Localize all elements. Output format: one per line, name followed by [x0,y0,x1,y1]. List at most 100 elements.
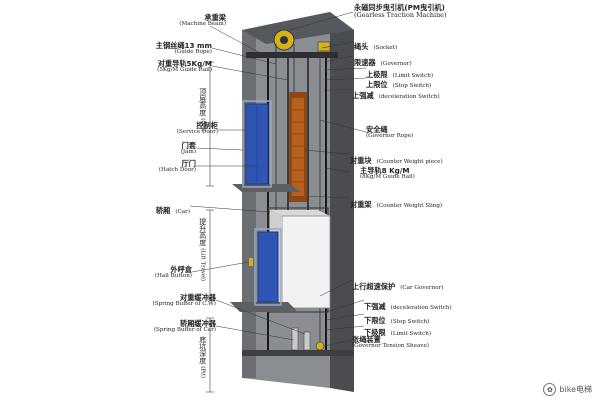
hall-button [249,258,253,266]
label-governor-zh: 限速器 [354,58,376,67]
label-decel-switch-top-zh: 上强减 [352,91,374,100]
hatch-door [257,231,279,303]
label-guide-rail-5-zh: 对重导轨5Kg/M [157,59,212,68]
label-guide-rope-zh: 主钢丝绳13 mm [155,41,212,50]
label-counter-weight-piece: 对重块 (Counter Weight piece) [350,150,443,167]
label-service-door-zh: 控制柜 [196,121,218,130]
label-stop-switch-top-zh: 上限位 [366,80,388,89]
upper-landing-slab [232,184,300,192]
label-hall-button-zh: 外呼盒 [170,265,192,274]
service-door-jam [242,100,272,188]
label-spring-buffer-cw: 对重缓冲器 (Spring Buffer of C.W) [140,294,216,307]
label-stop-switch-top: 上限位 (Stop Switch) [366,74,431,91]
label-guide-rail-8: 主导轨8 Kg/M (8Kg/M Guide Rail) [360,167,415,180]
label-socket: 绳头 (Socket) [354,36,397,53]
tension-sheave [315,341,325,351]
label-spring-buffer-cw-zh: 对重缓冲器 [180,293,216,302]
label-limit-switch-top-en: (Limit Switch) [392,73,434,79]
label-counter-weight-sling-zh: 对重架 [350,200,372,209]
label-car-governor-zh: 上行超速保护 [352,282,396,291]
machine-beam [246,52,338,58]
label-governor-rope-en: (Governor Rope) [366,132,414,139]
label-stop-switch-top-en: (Stop Switch) [392,83,432,89]
label-socket-zh: 绳头 [354,42,369,51]
label-car-governor: 上行超速保护 (Car Governor) [352,276,443,293]
label-tension-sheave-en: (Governor Tension Sheave) [352,342,429,349]
label-stop-switch-bottom-zh: 下限位 [364,316,386,325]
label-car-en: (Car) [175,209,190,215]
label-hatch-door-en: (Hatch Door) [158,166,196,173]
label-decel-switch-top-en: (deceleration Switch) [378,94,440,100]
leader-lines [189,11,367,347]
label-tension-sheave: 张绳装置 (Governor Tension Sheave) [352,336,429,349]
shaft-top-cap [242,12,354,44]
label-jam-en: (Jam) [180,148,196,155]
label-machine-beam-en: (Machine Beam) [179,20,226,27]
label-lift-travel-en: (Lift Travel) [199,248,206,281]
label-counter-weight-sling: 对重架 (Counter Weight Sling) [350,194,442,211]
counter-weight-pieces [292,98,304,196]
label-limit-switch-top: 上极限 (Limit Switch) [366,64,433,81]
label-spring-buffer-car: 轿厢缓冲器 (Spring Buffer of Car) [140,320,216,333]
label-decel-switch-bottom-zh: 下强减 [364,302,386,311]
label-hatch-door-zh: 厅门 [181,159,196,168]
label-car-governor-en: (Car Governor) [400,285,444,291]
label-hall-button: 外呼盒 (Hall Button) [150,266,192,279]
label-top-floor-height-zh: 顶层高度 [198,88,207,116]
traction-sheave [280,36,288,44]
watermark-text: bike电梯 [559,385,592,394]
label-hall-button-en: (Hall Button) [154,272,192,279]
label-service-door-en: (Service Door) [176,128,218,135]
label-pit-depth-zh: 底坑深度 [198,336,207,364]
label-top-floor-height: 顶层高度 (OH) [198,88,207,132]
label-guide-rail-8-zh: 主导轨8 Kg/M [360,166,410,175]
pit-floor [242,350,354,356]
label-decel-switch-bottom-en: (deceleration Switch) [390,305,452,311]
cw-piece-lines [292,109,304,183]
label-guide-rope: 主钢丝绳13 mm (Guide Rope) [130,42,212,55]
label-counter-weight-piece-zh: 对重块 [350,156,372,165]
label-machine-beam-zh: 承重梁 [204,13,226,22]
label-limit-switch-top-zh: 上极限 [366,70,388,79]
label-governor: 限速器 (Governor) [354,52,412,69]
watermark: ✿ bike电梯 [543,383,592,396]
label-car: 轿厢 (Car) [150,200,190,217]
label-limit-switch-bottom-zh: 下极限 [364,328,386,337]
label-spring-buffer-cw-en: (Spring Buffer of C.W) [152,300,216,307]
label-traction-machine: 永磁同步曳引机(PM曳引机) (Gearless Traction Machin… [354,4,446,18]
shaft-right-wall [330,12,354,392]
label-governor-rope-zh: 安全绳 [366,125,388,134]
label-governor-rope: 安全绳 (Governor Rope) [366,126,413,139]
label-governor-en: (Governor) [380,61,412,67]
dimension-lines [206,61,214,393]
governor-box [317,41,331,52]
label-traction-machine-zh: 永磁同步曳引机(PM曳引机) [354,3,445,12]
label-limit-switch-bottom: 下极限 (Limit Switch) [364,322,431,339]
car-buffer [291,327,299,351]
car-body [281,215,331,309]
label-stop-switch-bottom-en: (Stop Switch) [390,319,430,325]
label-service-door: 控制柜 (Service Door) [150,122,218,135]
hatch-door-jam [254,228,282,306]
label-jam-zh: 门套 [181,141,196,150]
label-socket-en: (Socket) [373,45,398,51]
label-guide-rail-5-en: (5Kg/M Guide Rail) [157,66,212,73]
label-traction-machine-en: (Gearless Traction Machine) [354,10,447,19]
label-decel-switch-top: 上强减 (deceleration Switch) [352,85,440,102]
label-car-zh: 轿厢 [155,206,171,215]
wechat-icon: ✿ [543,383,557,396]
label-counter-weight-piece-en: (Counter Weight piece) [376,159,443,165]
label-spring-buffer-car-en: (Spring Buffer of Car) [153,326,216,333]
shaft-front-left-wall [242,30,256,378]
label-decel-switch-bottom: 下强减 (deceleration Switch) [364,296,452,313]
label-top-floor-height-en: (OH) [199,118,206,132]
label-hatch-door: 厅门 (Hatch Door) [150,160,196,173]
label-lift-travel-zh: 提升高度 [198,218,207,246]
label-tension-sheave-zh: 张绳装置 [352,335,381,344]
label-pit-depth: 底坑深度 (Pit) [198,336,207,378]
label-counter-weight-sling-en: (Counter Weight Sling) [376,203,443,209]
label-stop-switch-bottom: 下限位 (Stop Switch) [364,310,429,327]
label-spring-buffer-car-zh: 轿厢缓冲器 [180,319,216,328]
car-top [270,210,330,216]
